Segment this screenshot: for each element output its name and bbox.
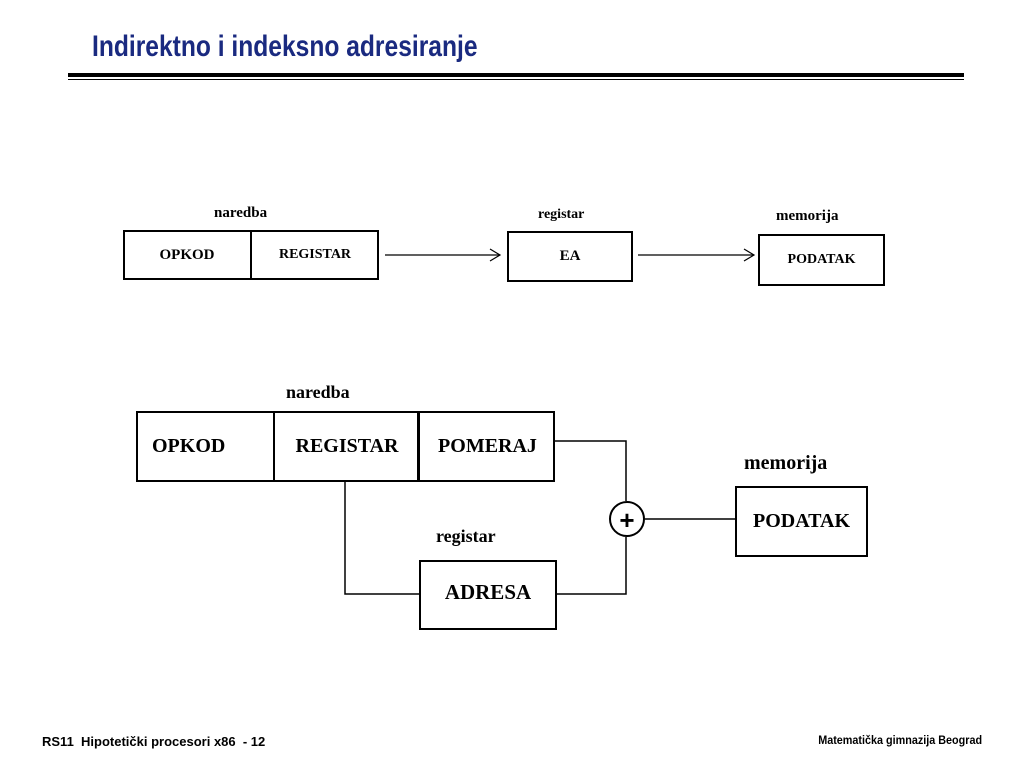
- d2-cell-adresa: ADRESA: [444, 579, 532, 604]
- d1-label-registar: registar: [538, 207, 585, 222]
- d1-register-box: [507, 231, 633, 282]
- d2-label-naredba: naredba: [286, 382, 350, 402]
- d1-cell-opkod: OPKOD: [159, 246, 215, 263]
- d2-label-registar: registar: [436, 526, 496, 546]
- adder-symbol: +: [619, 505, 634, 535]
- d2-cell-registar: REGISTAR: [295, 435, 399, 457]
- d2-register-box: [419, 560, 557, 630]
- d2-cell-podatak: PODATAK: [752, 510, 851, 532]
- d2-cell-divider-2: [417, 411, 420, 482]
- d1-label-naredba: naredba: [214, 205, 268, 221]
- d2-cell-pomeraj: POMERAJ: [438, 435, 537, 457]
- title-rule-thick: [68, 73, 964, 77]
- d2-cell-divider-1: [273, 411, 275, 482]
- d1-arrow-registar-to-ea: [385, 248, 502, 262]
- slide-title: Indirektno i indeksno adresiranje: [92, 30, 478, 63]
- d1-cell-divider: [250, 230, 252, 280]
- d2-line-registar-to-adresa: [344, 482, 419, 595]
- d2-label-memorija: memorija: [744, 452, 828, 474]
- d2-instruction-box: [136, 411, 555, 482]
- d2-cell-opkod: OPKOD: [152, 435, 226, 457]
- d1-cell-podatak: PODATAK: [787, 252, 856, 267]
- d1-memory-box: [758, 234, 885, 286]
- d1-arrow-ea-to-memory: [638, 248, 756, 262]
- d2-line-pomeraj-to-adder: [555, 440, 627, 501]
- title-rule-thin: [68, 79, 964, 80]
- adder-icon: +: [609, 501, 645, 537]
- d1-cell-registar: REGISTAR: [278, 247, 352, 262]
- d2-memory-box: [735, 486, 868, 557]
- d1-cell-ea: EA: [559, 248, 581, 264]
- d2-line-adresa-to-adder: [557, 537, 627, 595]
- footer-school: Matematička gimnazija Beograd: [818, 733, 982, 747]
- d1-label-memorija: memorija: [776, 208, 839, 224]
- footer-course: RS11 Hipotetički procesori x86 - 12: [42, 734, 266, 749]
